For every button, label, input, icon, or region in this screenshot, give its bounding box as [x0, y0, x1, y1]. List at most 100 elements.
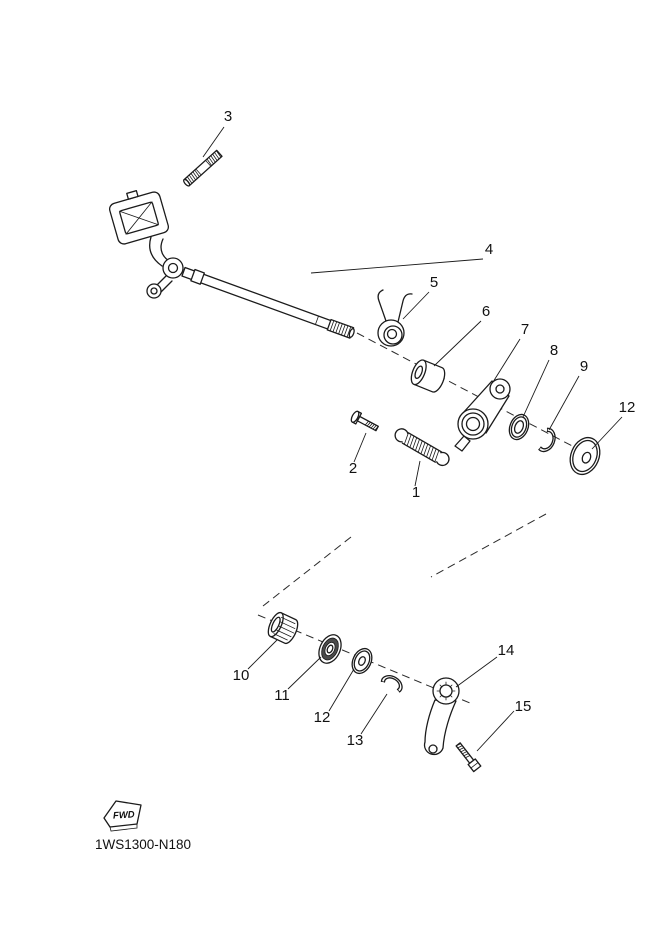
- leader-10: [247, 639, 278, 670]
- bolt15-thread-hatch: [455, 743, 471, 759]
- callout-7: 7: [521, 321, 529, 338]
- arm-pin-hole: [495, 384, 505, 394]
- part-13-circlip: [380, 675, 403, 693]
- callout-6: 6: [482, 303, 490, 320]
- shaft-step-line: [315, 315, 319, 325]
- part-1-tension-spring: [394, 428, 450, 467]
- shift-shaft: [181, 266, 355, 339]
- part-5-torsion-spring: [377, 289, 413, 347]
- part-10-bushing: [267, 611, 299, 645]
- part-2-bolt: [350, 410, 379, 432]
- arm-spring-tab: [454, 435, 471, 452]
- bushing-needle-lines: [273, 616, 296, 641]
- leader-15: [476, 710, 515, 752]
- stud-thread-hatch-left: [185, 169, 200, 186]
- circlip9-inner-arc: [540, 430, 554, 450]
- collar-bore: [414, 365, 424, 380]
- pedal-pad-lug: [126, 190, 139, 200]
- part-8-washer: [508, 413, 530, 441]
- bolt15-head-facet: [470, 762, 479, 769]
- circlip13-inner-arc: [383, 677, 401, 691]
- part-14-stopper-lever: [423, 677, 460, 756]
- washer12l-hole: [358, 656, 366, 666]
- leader-11: [287, 656, 322, 690]
- mid-connector-dashed-line-b: [262, 536, 352, 607]
- part-7-shift-arm: [454, 378, 511, 452]
- pinch-bolt-hole: [150, 287, 158, 295]
- leader-3: [202, 126, 225, 158]
- leader-9: [548, 375, 580, 431]
- torsion-leg-left: [377, 289, 387, 322]
- torsion-coil-bore: [386, 328, 398, 340]
- callout-2: 2: [349, 460, 357, 477]
- washer8-hole: [513, 420, 525, 434]
- circlip13-outer-arc: [380, 675, 403, 693]
- part-3-stud-bolt: [183, 149, 223, 187]
- leader-5: [402, 291, 430, 320]
- shaft-end-cap: [348, 328, 355, 338]
- part-12-lower-washer: [351, 647, 373, 675]
- shift-pedal-assembly: [108, 190, 184, 299]
- arm-shaft-hole: [465, 416, 481, 432]
- circlip9-outer-arc: [538, 427, 556, 453]
- leader-lines: [202, 126, 623, 752]
- shaft-collar: [190, 268, 206, 285]
- callout-15: 15: [515, 698, 532, 715]
- shaft-spline-hatch: [329, 320, 352, 338]
- mid-connector-dashed-line-a: [430, 513, 547, 578]
- callout-14: 14: [498, 642, 515, 659]
- part-12-upper-washer: [569, 436, 601, 476]
- bolt15-shank: [455, 742, 475, 764]
- pedal-pad-cross-brace: [118, 201, 160, 235]
- axis-dashed-lines: [257, 332, 598, 704]
- shaft-body: [181, 266, 354, 338]
- callout-12-lower: 12: [314, 709, 331, 726]
- leader-2: [353, 432, 367, 463]
- callout-numbers: 3 4 5 6 7 8 9 12 2 1 10 11 12 13 14 15: [224, 108, 636, 749]
- callout-4: 4: [485, 241, 493, 258]
- spring1-hook-left: [394, 428, 409, 443]
- stud-thread-hatch-right: [206, 150, 222, 167]
- pedal-pad-bracket: [108, 190, 170, 245]
- bearing-seal-ring: [321, 637, 339, 661]
- callout-11: 11: [274, 687, 290, 704]
- callout-8: 8: [550, 342, 558, 359]
- diagram-part-code: 1WS1300-N180: [95, 837, 191, 852]
- stopper-lever-hole: [428, 744, 438, 754]
- pedal-arm-edge-left: [148, 236, 163, 267]
- leader-13: [360, 693, 388, 735]
- fwd-marker: FWD: [103, 800, 142, 832]
- part-6-collar: [410, 359, 446, 393]
- bolt2-thread-hatch: [364, 420, 379, 431]
- stopper-lever-body: [423, 699, 457, 756]
- spring1-hook-right: [436, 451, 450, 467]
- stopper-spline-ticks: [436, 681, 456, 701]
- leader-14: [455, 656, 498, 688]
- leader-12-upper: [591, 416, 623, 450]
- callout-10: 10: [233, 667, 250, 684]
- bolt2-head-face: [350, 410, 360, 423]
- fwd-arrow-thickness: [103, 817, 138, 832]
- bolt2-shank: [356, 415, 379, 432]
- callout-3: 3: [224, 108, 232, 125]
- callout-1: 1: [412, 484, 420, 501]
- leader-7: [492, 338, 521, 383]
- washer12u-hole: [581, 451, 592, 464]
- fwd-label: FWD: [113, 809, 135, 821]
- torsion-leg-right: [397, 293, 413, 323]
- callout-12-upper: 12: [619, 399, 636, 416]
- spring1-body-edges: [401, 432, 442, 463]
- bearing-bore: [326, 644, 334, 654]
- circlip9-ends: [538, 427, 548, 450]
- callout-9: 9: [580, 358, 588, 375]
- part-9-circlip: [538, 427, 556, 453]
- upper-axis-dashed-line: [356, 332, 598, 460]
- leader-12-lower: [328, 668, 355, 712]
- leader-8: [522, 359, 550, 418]
- circlip13-ends: [381, 680, 400, 693]
- part-15-bolt: [455, 742, 482, 773]
- callout-13: 13: [347, 732, 364, 749]
- pedal-clamp-bore: [167, 262, 179, 274]
